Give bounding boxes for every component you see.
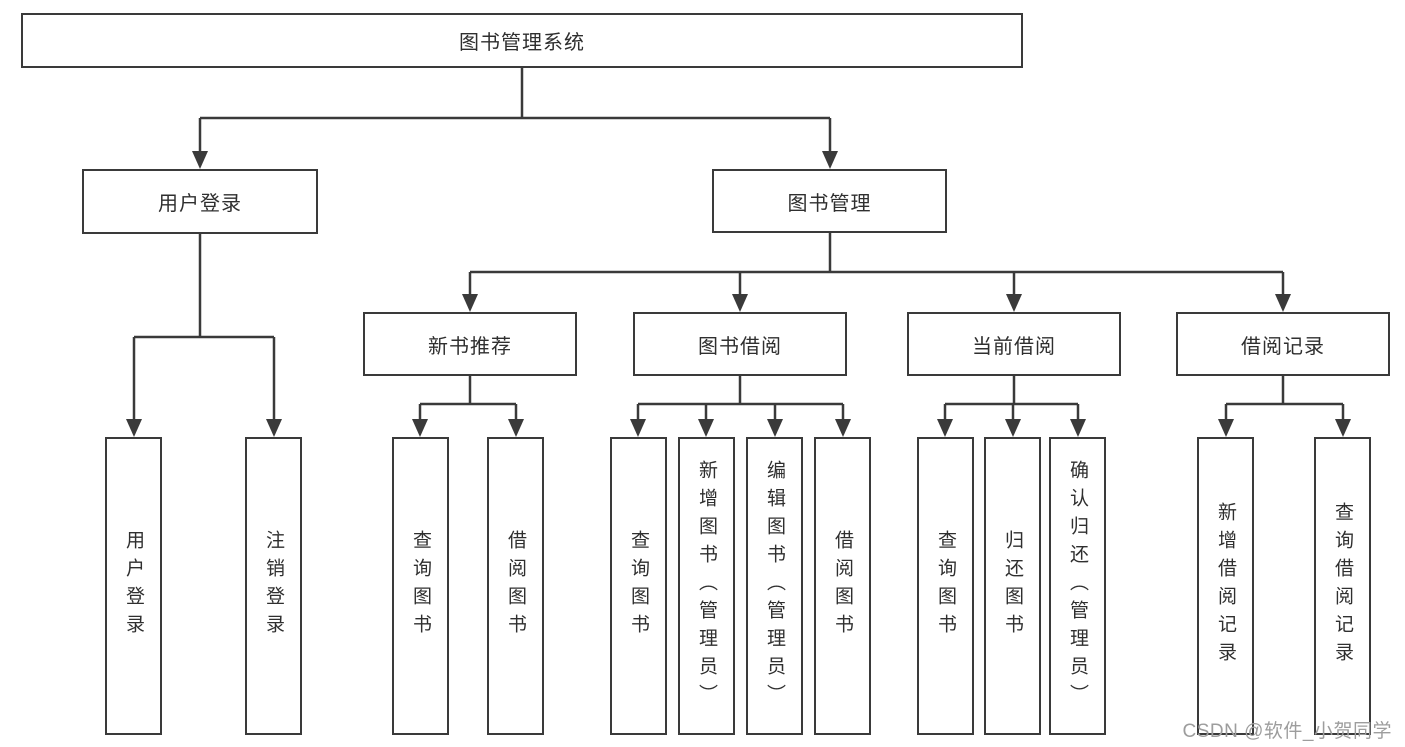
leaf-return-books: 归还图书 — [984, 437, 1041, 735]
leaf-add-books-admin: 新增图书（管理员） — [678, 437, 735, 735]
leaf-borrow-books-borrowing: 借阅图书 — [814, 437, 871, 735]
node-label: 新书推荐 — [428, 335, 512, 358]
leaf-label: 查询图书 — [935, 530, 956, 642]
node-borrowing-records: 借阅记录 — [1176, 312, 1390, 376]
leaf-label: 新增图书（管理员） — [696, 460, 717, 712]
leaf-label: 查询借阅记录 — [1332, 502, 1353, 670]
leaf-query-books-current: 查询图书 — [917, 437, 974, 735]
leaf-label: 确认归还（管理员） — [1067, 460, 1088, 712]
csdn-watermark: CSDN @软件_小贺同学 — [1182, 721, 1392, 742]
node-user-login: 用户登录 — [82, 169, 318, 234]
node-library-management-system: 图书管理系统 — [21, 13, 1023, 68]
leaf-label: 归还图书 — [1002, 530, 1023, 642]
node-label: 图书借阅 — [698, 335, 782, 358]
leaf-logout: 注销登录 — [245, 437, 302, 735]
leaf-edit-books-admin: 编辑图书（管理员） — [746, 437, 803, 735]
leaf-label: 注销登录 — [263, 530, 284, 642]
arrowheads — [126, 151, 1351, 437]
leaf-add-borrow-record: 新增借阅记录 — [1197, 437, 1254, 735]
leaf-query-books-borrowing: 查询图书 — [610, 437, 667, 735]
node-label: 用户登录 — [158, 193, 242, 215]
leaf-label: 查询图书 — [628, 530, 649, 642]
node-new-book-recommendation: 新书推荐 — [363, 312, 577, 376]
node-book-management: 图书管理 — [712, 169, 947, 233]
node-book-borrowing: 图书借阅 — [633, 312, 847, 376]
leaf-label: 编辑图书（管理员） — [764, 460, 785, 712]
leaf-borrow-books-recommend: 借阅图书 — [487, 437, 544, 735]
node-label: 图书管理系统 — [459, 32, 585, 54]
leaf-label: 新增借阅记录 — [1215, 502, 1236, 670]
leaf-confirm-return-admin: 确认归还（管理员） — [1049, 437, 1106, 735]
leaf-label: 借阅图书 — [832, 530, 853, 642]
node-current-borrowing: 当前借阅 — [907, 312, 1121, 376]
leaf-user-login: 用户登录 — [105, 437, 162, 735]
leaf-label: 用户登录 — [123, 530, 144, 642]
leaf-query-borrow-record: 查询借阅记录 — [1314, 437, 1371, 735]
node-label: 图书管理 — [787, 192, 872, 215]
leaf-query-books-recommend: 查询图书 — [392, 437, 449, 735]
leaf-label: 查询图书 — [410, 530, 431, 642]
leaf-label: 借阅图书 — [505, 530, 526, 642]
node-label: 当前借阅 — [972, 335, 1056, 358]
node-label: 借阅记录 — [1241, 335, 1325, 358]
